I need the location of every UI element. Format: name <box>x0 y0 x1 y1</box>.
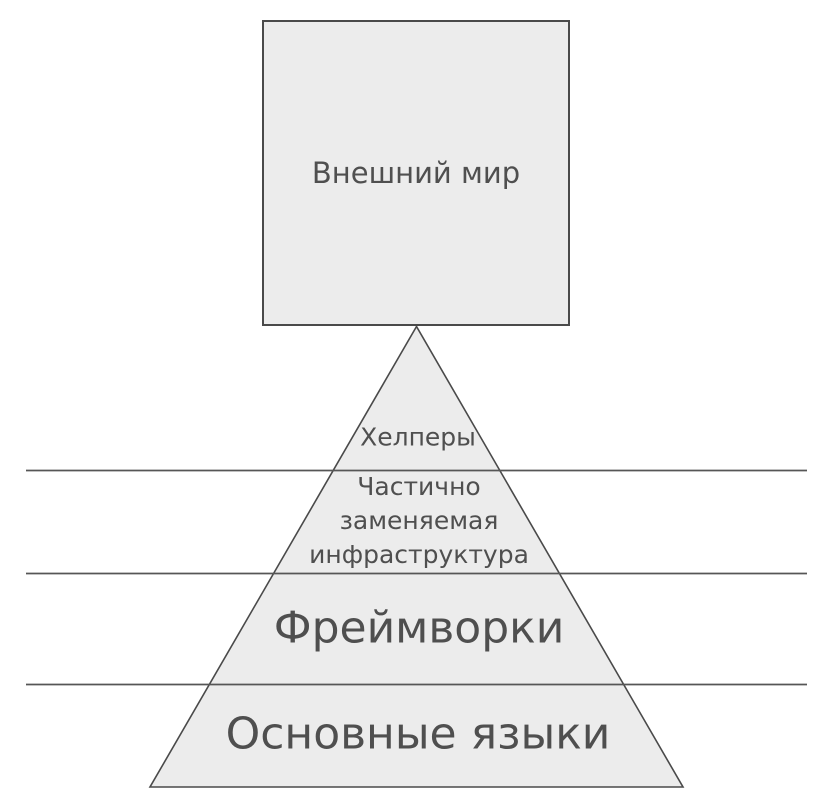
pyramid-layer-infrastructure-label: Частично заменяемая инфраструктура <box>309 470 529 572</box>
pyramid-layer-frameworks-label: Фреймворки <box>273 602 565 654</box>
infrastructure-label-line-2: заменяемая <box>339 506 499 535</box>
infrastructure-label-line-1: Частично <box>357 472 481 501</box>
infrastructure-label-line-3: инфраструктура <box>309 540 529 569</box>
external-world-box <box>262 20 570 326</box>
pyramid-layer-languages-label: Основные языки <box>225 708 611 760</box>
pyramid-layer-helpers-label: Хелперы <box>360 422 476 452</box>
pyramid-triangle <box>148 324 685 788</box>
external-world-label: Внешний мир <box>311 156 521 190</box>
